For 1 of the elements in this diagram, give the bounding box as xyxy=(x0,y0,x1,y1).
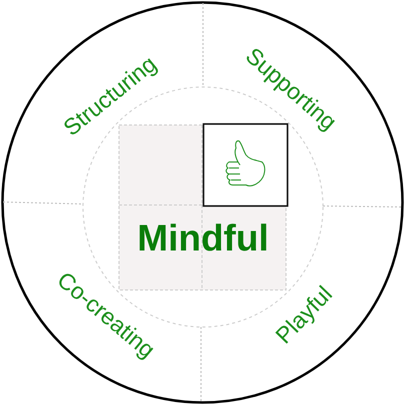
center-label: Mindful xyxy=(137,220,269,256)
